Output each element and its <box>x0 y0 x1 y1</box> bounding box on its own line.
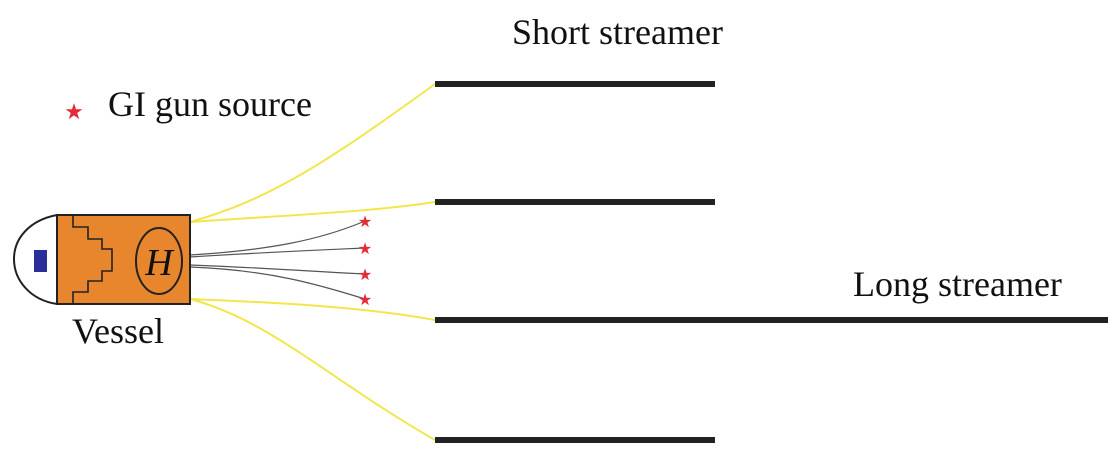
tow-cable-1 <box>189 83 436 223</box>
gun-cable-1 <box>189 220 366 256</box>
gun-sources: ★ ★ ★ ★ <box>358 212 372 309</box>
gun-cable-4 <box>189 266 366 300</box>
legend: ★ GI gun source <box>64 84 312 125</box>
star-icon: ★ <box>358 290 372 309</box>
star-icon: ★ <box>358 265 372 284</box>
vessel-label: Vessel <box>72 311 164 351</box>
bow-window <box>34 250 47 272</box>
helipad-icon <box>135 227 183 295</box>
long-streamer-label: Long streamer <box>853 264 1062 304</box>
gun-cable-3 <box>189 264 366 275</box>
vessel: H <box>12 213 191 306</box>
vessel-deck-outline <box>72 215 113 304</box>
star-icon: ★ <box>358 239 372 258</box>
tow-cable-3 <box>189 298 436 321</box>
short-streamer-label: Short streamer <box>512 12 723 52</box>
streamers <box>435 81 1108 443</box>
legend-star-icon: ★ <box>64 100 84 125</box>
tow-cables <box>189 83 436 441</box>
tow-cable-4 <box>189 298 436 441</box>
gun-cable-2 <box>189 247 366 258</box>
star-icon: ★ <box>358 212 372 231</box>
legend-gun-label: GI gun source <box>108 84 312 124</box>
gun-cables <box>189 220 366 300</box>
tow-cable-2 <box>189 201 436 223</box>
helipad-letter: H <box>144 242 175 284</box>
